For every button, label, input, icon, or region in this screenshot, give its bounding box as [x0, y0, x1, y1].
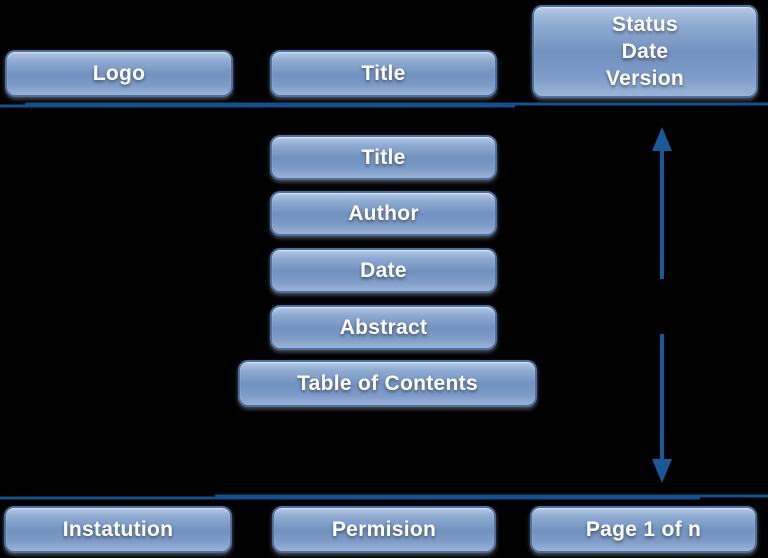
institution-box: Instatution [4, 506, 232, 553]
vertical-span-arrow [652, 127, 672, 483]
arrowhead-up-icon [652, 127, 672, 151]
version-line: Version [606, 67, 684, 91]
permission-box: Permision [272, 506, 496, 553]
status-line: Status [612, 12, 678, 36]
abstract-box: Abstract [270, 305, 497, 350]
titlepage-title-box: Title [270, 135, 497, 180]
date-line: Date [621, 39, 669, 63]
table-of-contents-box: Table of Contents [238, 360, 537, 407]
date-box: Date [270, 248, 497, 293]
footer-separator-line [0, 494, 768, 500]
status-lines: Status Date Version [606, 11, 684, 93]
page-number-box: Page 1 of n [530, 506, 757, 553]
logo-box: Logo [5, 50, 233, 97]
author-box: Author [270, 191, 497, 236]
arrowhead-down-icon [652, 459, 672, 483]
header-title-box: Title [270, 50, 497, 97]
status-date-version-box: Status Date Version [532, 5, 758, 98]
header-separator-line [0, 102, 768, 108]
